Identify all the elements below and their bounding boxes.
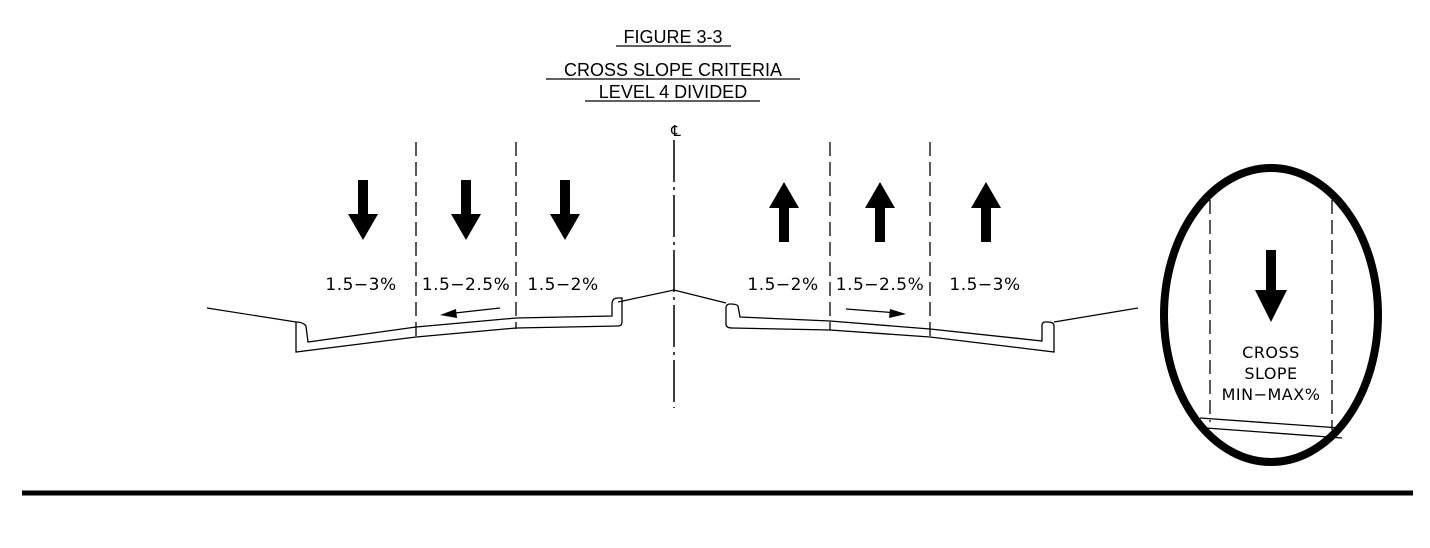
figure-subtitle: LEVEL 4 DIVIDED bbox=[599, 82, 747, 102]
figure-heading: FIGURE 3-3 CROSS SLOPE CRITERIA LEVEL 4 … bbox=[546, 27, 800, 102]
median-slope-line bbox=[617, 289, 727, 304]
left-lane-2: 1.5−2.5% bbox=[422, 180, 510, 295]
right-lane-1-slope-label: 1.5−2% bbox=[747, 275, 818, 295]
right-lane-3-slope-label: 1.5−3% bbox=[949, 275, 1020, 295]
cross-slope-legend: CROSS SLOPE MIN−MAX% bbox=[1160, 164, 1382, 466]
right-lane-3: 1.5−3% bbox=[949, 182, 1020, 295]
up-arrow-icon bbox=[865, 182, 895, 242]
legend-line-2: SLOPE bbox=[1244, 364, 1297, 383]
right-slope-arrow-head bbox=[889, 309, 906, 318]
right-roadway: 1.5−2% 1.5−2.5% 1.5−3% bbox=[725, 142, 1139, 353]
right-lane-1: 1.5−2% bbox=[747, 182, 818, 295]
centerline-symbol: ℄ bbox=[670, 123, 681, 140]
left-lane-3-slope-label: 1.5−2% bbox=[527, 275, 598, 295]
figure-title: CROSS SLOPE CRITERIA bbox=[564, 60, 782, 80]
down-arrow-icon bbox=[1255, 250, 1287, 322]
left-lane-2-slope-label: 1.5−2.5% bbox=[422, 275, 510, 295]
down-arrow-icon bbox=[550, 180, 580, 240]
right-lane-2-slope-label: 1.5−2.5% bbox=[836, 275, 924, 295]
right-pavement-section bbox=[725, 303, 1055, 353]
left-lane-1: 1.5−3% bbox=[325, 180, 396, 295]
legend-line-3: MIN−MAX% bbox=[1222, 385, 1321, 404]
legend-pavement-top bbox=[1199, 417, 1341, 429]
legend-pavement-bottom bbox=[1205, 427, 1343, 439]
centerline: ℄ bbox=[617, 123, 727, 408]
legend-line-1: CROSS bbox=[1242, 343, 1300, 362]
left-lane-3: 1.5−2% bbox=[527, 180, 598, 295]
down-arrow-icon bbox=[348, 180, 378, 240]
up-arrow-icon bbox=[769, 182, 799, 242]
left-pavement-section bbox=[295, 297, 623, 353]
left-lane-1-slope-label: 1.5−3% bbox=[325, 275, 396, 295]
left-slope-arrow-head bbox=[440, 309, 457, 318]
up-arrow-icon bbox=[971, 182, 1001, 242]
down-arrow-icon bbox=[451, 180, 481, 240]
right-lane-2: 1.5−2.5% bbox=[836, 182, 924, 295]
left-roadway: 1.5−3% 1.5−2.5% 1.5−2% bbox=[206, 142, 623, 353]
legend-ellipse bbox=[1160, 164, 1382, 466]
right-slope-arrow-shaft bbox=[845, 308, 899, 314]
right-foreslope-line bbox=[1053, 307, 1139, 323]
left-foreslope-line bbox=[206, 307, 297, 323]
figure-number: FIGURE 3-3 bbox=[623, 27, 722, 47]
